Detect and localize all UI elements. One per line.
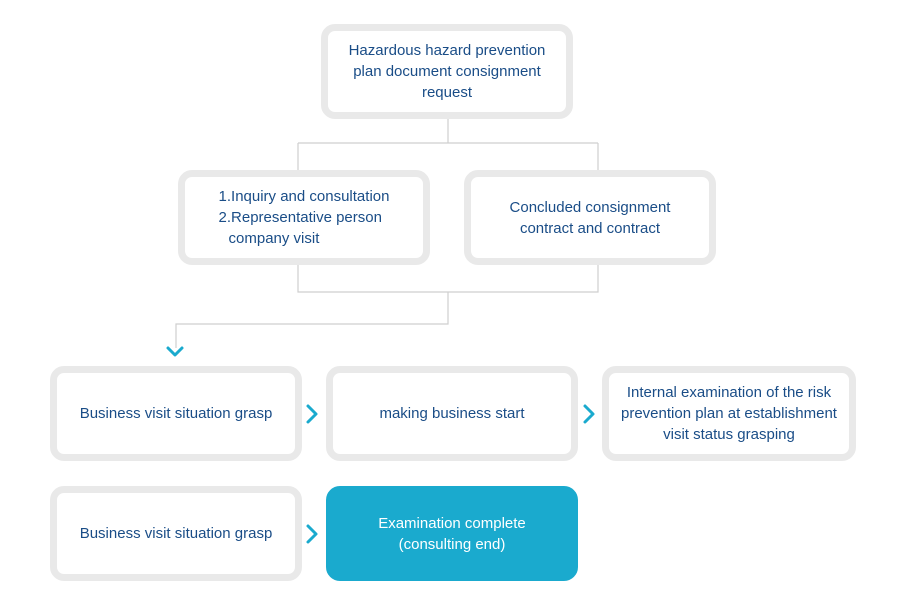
start-box: making business start [326, 366, 578, 461]
internal-label: Internal examination of the risk prevent… [621, 384, 837, 443]
complete-label: Examination complete (consulting end) [378, 514, 526, 553]
grasp-label-1: Business visit situation grasp [79, 405, 273, 422]
inquiry-line-2: 2.Representative person [218, 209, 382, 226]
chevron-right-icon [303, 522, 321, 546]
connector-top-split [297, 118, 599, 172]
inquiry-line-3: company visit [228, 230, 320, 247]
complete-box: Examination complete (consulting end) [326, 486, 578, 581]
inquiry-text: 1.Inquiry and consultation 2.Representat… [219, 186, 390, 249]
chevron-right-icon [303, 402, 321, 426]
chevron-down-icon [165, 344, 185, 360]
internal-box: Internal examination of the risk prevent… [602, 366, 856, 461]
request-label: Hazardous hazard prevention plan documen… [348, 42, 546, 101]
inquiry-box: 1.Inquiry and consultation 2.Representat… [178, 170, 430, 265]
start-label: making business start [379, 405, 525, 422]
inquiry-line-1: 1.Inquiry and consultation [218, 188, 390, 205]
connector-bottom-merge [175, 262, 599, 348]
grasp-label-2: Business visit situation grasp [79, 525, 273, 542]
grasp-box-2: Business visit situation grasp [50, 486, 302, 581]
request-box: Hazardous hazard prevention plan documen… [321, 24, 573, 119]
chevron-right-icon [580, 402, 598, 426]
contract-box: Concluded consignment contract and contr… [464, 170, 716, 265]
contract-label: Concluded consignment contract and contr… [509, 198, 671, 237]
grasp-box-1: Business visit situation grasp [50, 366, 302, 461]
